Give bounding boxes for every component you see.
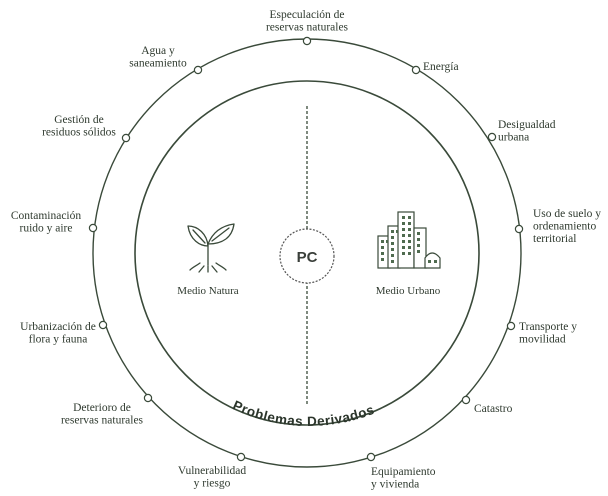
outer-node-label-line: Deterioro de bbox=[73, 402, 131, 414]
problemas-derivados-path: Problemas Derivados bbox=[231, 398, 376, 429]
outer-node-label-line: Agua y bbox=[141, 45, 175, 57]
medio-natura-label: Medio Natura bbox=[177, 285, 239, 297]
inner-ring bbox=[134, 80, 480, 426]
outer-node-label-line: Especulación de bbox=[269, 9, 344, 21]
outer-node-dot bbox=[236, 452, 246, 462]
pc-label: PC bbox=[297, 249, 318, 266]
outer-node-label-line: territorial bbox=[533, 233, 576, 245]
outer-node-dot bbox=[411, 65, 421, 75]
outer-node-label: Energía bbox=[423, 61, 459, 73]
outer-node-label-line: Vulnerabilidad bbox=[178, 465, 247, 477]
outer-node-label-line: Gestión de bbox=[54, 114, 104, 126]
outer-node-dot bbox=[302, 36, 312, 46]
outer-node-label-line: ordenamiento bbox=[533, 221, 596, 233]
outer-node-label-line: movilidad bbox=[519, 334, 566, 346]
outer-node-label-line: y riesgo bbox=[194, 478, 231, 490]
outer-node-dot bbox=[487, 132, 497, 142]
outer-node-label-line: Uso de suelo y bbox=[533, 208, 601, 220]
city-buildings-icon bbox=[377, 211, 441, 269]
outer-node-dot bbox=[143, 393, 153, 403]
outer-node-label-line: reservas naturales bbox=[266, 22, 349, 34]
seedling-icon bbox=[187, 223, 235, 273]
outer-node-dot bbox=[506, 321, 516, 331]
pc-circle bbox=[279, 228, 335, 284]
outer-node-label-line: Contaminación bbox=[11, 210, 82, 222]
outer-node-dot bbox=[121, 133, 131, 143]
outer-node-dot bbox=[461, 395, 471, 405]
medio-urbano-label: Medio Urbano bbox=[376, 285, 441, 297]
outer-node-dot bbox=[98, 320, 108, 330]
outer-node-label-line: Energía bbox=[423, 61, 459, 73]
outer-node-label-line: flora y fauna bbox=[29, 334, 88, 346]
outer-node-label-line: Urbanización de bbox=[20, 321, 96, 333]
outer-node-dot bbox=[193, 65, 203, 75]
outer-node-label: Catastro bbox=[474, 403, 513, 415]
outer-node-label-line: urbana bbox=[498, 132, 529, 144]
outer-node-label-line: saneamiento bbox=[129, 58, 187, 70]
outer-node-label-line: Desigualdad bbox=[498, 119, 556, 131]
outer-node-label-line: reservas naturales bbox=[61, 415, 144, 427]
outer-node-dot bbox=[514, 224, 524, 234]
outer-node-label-line: ruido y aire bbox=[19, 223, 72, 235]
outer-node-label-line: Equipamiento bbox=[371, 466, 436, 478]
outer-node-label-line: Transporte y bbox=[519, 321, 577, 333]
outer-node-dot bbox=[88, 223, 98, 233]
problemas-derivados-label: Problemas Derivados bbox=[231, 398, 377, 429]
outer-node-energia: Energía bbox=[411, 61, 459, 75]
outer-node-catastro: Catastro bbox=[461, 395, 513, 415]
outer-node-dot bbox=[366, 452, 376, 462]
outer-node-label-line: Catastro bbox=[474, 403, 513, 415]
outer-node-label-line: y vivienda bbox=[371, 479, 419, 491]
outer-node-label-line: residuos sólidos bbox=[42, 127, 116, 139]
